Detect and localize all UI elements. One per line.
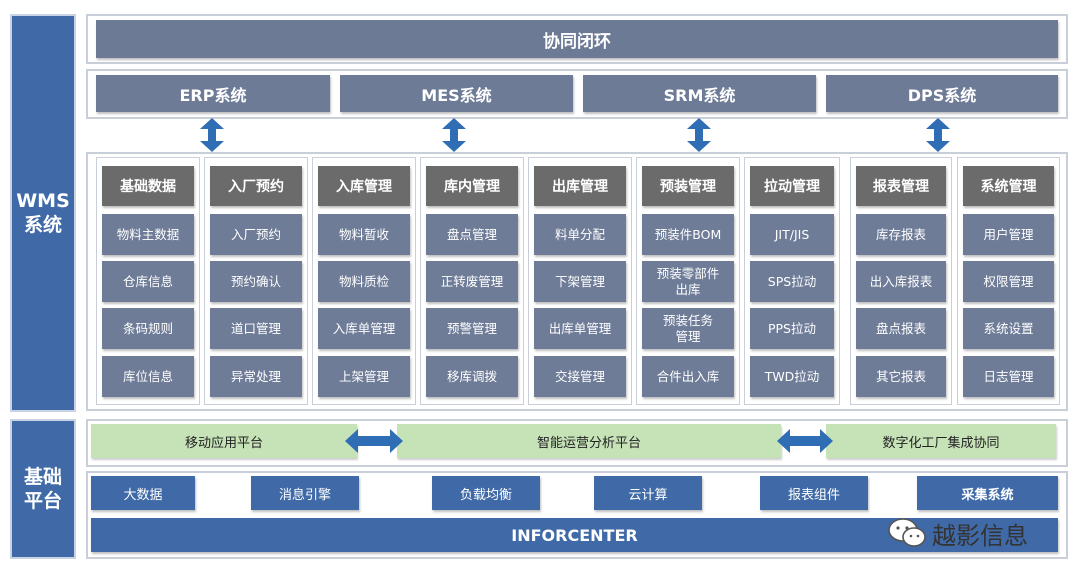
module-item: 交接管理: [534, 356, 626, 397]
module-item: 物料主数据: [102, 214, 194, 255]
module-item: 预装零部件 出库: [642, 261, 734, 302]
wms-system-label: WMS 系统: [10, 14, 76, 412]
module-item: 其它报表: [856, 356, 946, 397]
module-item: 盘点管理: [426, 214, 518, 255]
module-item: 盘点报表: [856, 308, 946, 349]
module-column-entry-appointment: 入厂预约 入厂预约 预约确认 道口管理 异常处理: [204, 157, 308, 405]
module-item: 入库单管理: [318, 308, 410, 349]
leftright-arrow-icon: [777, 429, 833, 453]
column-header: 预装管理: [642, 166, 734, 206]
watermark: 越影信息: [888, 513, 1028, 553]
module-item: 条码规则: [102, 308, 194, 349]
module-item: 库位信息: [102, 356, 194, 397]
base-platform-label: 基础 平台: [10, 419, 76, 559]
module-item: 用户管理: [963, 214, 1054, 255]
module-item: 异常处理: [210, 356, 302, 397]
module-item: 物料暂收: [318, 214, 410, 255]
message-engine-component: 消息引擎: [251, 476, 359, 510]
module-item: 上架管理: [318, 356, 410, 397]
module-item: 合件出入库: [642, 356, 734, 397]
module-item: 仓库信息: [102, 261, 194, 302]
module-item: 预约确认: [210, 261, 302, 302]
cloud-compute-component: 云计算: [594, 476, 702, 510]
module-item: 入厂预约: [210, 214, 302, 255]
module-column-system-mgmt: 系统管理 用户管理 权限管理 系统设置 日志管理: [957, 157, 1060, 405]
module-column-outbound: 出库管理 料单分配 下架管理 出库单管理 交接管理: [528, 157, 632, 405]
watermark-text: 越影信息: [932, 521, 1028, 550]
digital-factory-platform: 数字化工厂集成协同: [826, 424, 1056, 458]
collection-system-component: 采集系统: [917, 476, 1058, 510]
module-item: 预警管理: [426, 308, 518, 349]
column-header: 报表管理: [856, 166, 946, 206]
wechat-icon: [888, 518, 926, 547]
column-header: 拉动管理: [750, 166, 834, 206]
module-item: 下架管理: [534, 261, 626, 302]
module-item: 库存报表: [856, 214, 946, 255]
big-data-component: 大数据: [91, 476, 195, 510]
module-item: 预装任务 管理: [642, 308, 734, 349]
srm-system: SRM系统: [583, 75, 816, 112]
leftright-arrow-icon: [345, 429, 403, 453]
module-item: 预装件BOM: [642, 214, 734, 255]
module-item: PPS拉动: [750, 308, 834, 349]
module-item: JIT/JIS: [750, 214, 834, 255]
module-column-inbound: 入库管理 物料暂收 物料质检 入库单管理 上架管理: [312, 157, 416, 405]
module-item: 权限管理: [963, 261, 1054, 302]
column-header: 入库管理: [318, 166, 410, 206]
module-item: 移库调拨: [426, 356, 518, 397]
module-item: 系统设置: [963, 308, 1054, 349]
module-item: 出入库报表: [856, 261, 946, 302]
updown-arrow-icon: [442, 118, 466, 152]
column-header: 出库管理: [534, 166, 626, 206]
column-header: 基础数据: [102, 166, 194, 206]
module-column-pull: 拉动管理 JIT/JIS SPS拉动 PPS拉动 TWD拉动: [744, 157, 840, 405]
updown-arrow-icon: [926, 118, 950, 152]
updown-arrow-icon: [200, 118, 224, 152]
module-item: 出库单管理: [534, 308, 626, 349]
load-balance-component: 负载均衡: [432, 476, 540, 510]
module-column-in-warehouse: 库内管理 盘点管理 正转废管理 预警管理 移库调拨: [420, 157, 524, 405]
module-item: 正转废管理: [426, 261, 518, 302]
column-header: 系统管理: [963, 166, 1054, 206]
module-column-reports: 报表管理 库存报表 出入库报表 盘点报表 其它报表: [850, 157, 952, 405]
mobile-app-platform: 移动应用平台: [91, 424, 357, 458]
module-item: TWD拉动: [750, 356, 834, 397]
mes-system: MES系统: [340, 75, 573, 112]
module-item: 物料质检: [318, 261, 410, 302]
module-item: SPS拉动: [750, 261, 834, 302]
column-header: 库内管理: [426, 166, 518, 206]
report-component: 报表组件: [760, 476, 868, 510]
module-column-basic-data: 基础数据 物料主数据 仓库信息 条码规则 库位信息: [96, 157, 200, 405]
erp-system: ERP系统: [96, 75, 330, 112]
module-item: 料单分配: [534, 214, 626, 255]
intelligent-ops-platform: 智能运营分析平台: [397, 424, 781, 458]
module-column-pre-assembly: 预装管理 预装件BOM 预装零部件 出库 预装任务 管理 合件出入库: [636, 157, 740, 405]
collab-loop-title: 协同闭环: [96, 20, 1058, 58]
updown-arrow-icon: [687, 118, 711, 152]
module-item: 道口管理: [210, 308, 302, 349]
dps-system: DPS系统: [826, 75, 1058, 112]
module-item: 日志管理: [963, 356, 1054, 397]
column-header: 入厂预约: [210, 166, 302, 206]
